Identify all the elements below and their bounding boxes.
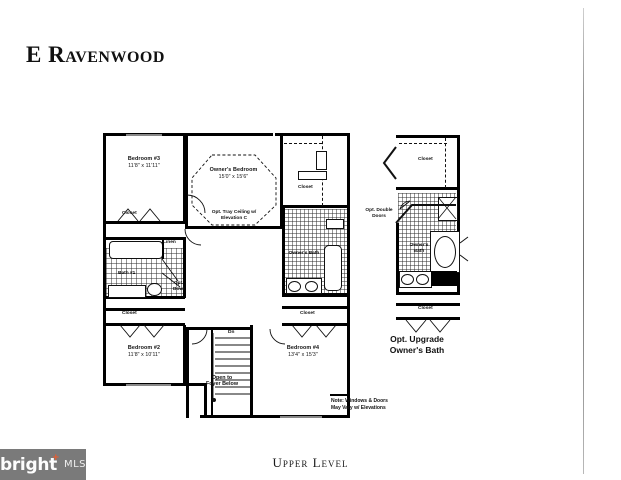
label-closet-bedroom2: Closet (122, 311, 137, 316)
fixture-alt-toilet-block (431, 271, 457, 286)
fixture-alt-sink-b (416, 274, 429, 285)
label-bath1: Bath #1 (118, 271, 136, 276)
room-name-bedroom3: Bedroom #3 (127, 156, 161, 162)
wall-alt-closet-bottom-top (396, 303, 460, 306)
wall-closet-bedroom4-bottom (282, 323, 348, 326)
wall-bath1-right (183, 237, 186, 298)
fixture-closet-shelf-top (316, 151, 327, 170)
label-owners-bath: Owner's Bath (288, 251, 320, 256)
fixture-owners-bath-toilet (326, 219, 344, 229)
window-bedroom3-top (126, 133, 162, 136)
dashed-alt-closet-shelf (399, 143, 447, 144)
fixture-owners-bath-tub (324, 245, 342, 291)
label-closet-bedroom3: Closet (122, 211, 137, 216)
room-label-bedroom2: Bedroom #2 11'8" x 10'11" (106, 345, 182, 359)
room-label-bedroom3: Bedroom #3 11'8" x 11'11" (106, 156, 182, 170)
wall-owners-bedroom-bottom (185, 226, 282, 229)
wall-bath1-top (103, 237, 185, 240)
alt-owners-bath-plan: Closet Owner's Bath Closet (382, 135, 469, 333)
wall-outer-top-right (275, 133, 350, 136)
wall-closet-bedroom2-bottom (103, 323, 185, 326)
room-name-bedroom4: Bedroom #4 (286, 345, 320, 351)
window-bedroom4-bottom (280, 415, 322, 418)
fixture-alt-shower (438, 197, 458, 221)
fixture-owners-bath-sink-a (288, 281, 301, 292)
label-opt-double-doors: Opt. Double Doors (365, 208, 393, 219)
label-linen: Linen (163, 240, 176, 245)
wall-alt-closet-right (457, 135, 460, 190)
room-label-bedroom4: Bedroom #4 13'4" x 15'3" (260, 345, 346, 359)
wall-left-lower-vertical (204, 383, 207, 418)
wall-stair-left (186, 329, 189, 418)
label-closet-owners: Closet (298, 185, 313, 190)
dashed-alt-closet-divider (445, 138, 446, 188)
label-closet-bedroom4: Closet (300, 311, 315, 316)
wall-linen-left (162, 239, 164, 259)
label-open-to-foyer: Open to Foyer Below (205, 375, 239, 387)
note-underline (330, 394, 348, 396)
wall-stair-top (186, 327, 252, 330)
fixture-alt-sink-a (401, 274, 414, 285)
wall-owners-closet-bottom (282, 205, 348, 208)
label-stairs-direction: Dn (228, 330, 235, 335)
fixture-owners-bath-sink-b (305, 281, 318, 292)
fixture-bathtub-bath1 (109, 241, 163, 259)
wall-outer-bottom (200, 415, 350, 418)
dashed-owners-closet-shelf (284, 143, 322, 144)
watermark-bright-mls: bright+ MLS (0, 449, 86, 480)
label-alt-owners-bath: Owner's Bath (409, 243, 429, 254)
page-title: E Ravenwood (26, 42, 165, 67)
room-name-bedroom2: Bedroom #2 (127, 345, 161, 351)
wall-stair-inner (211, 329, 213, 418)
alt-plan-caption: Opt. Upgrade Owner's Bath (389, 334, 445, 355)
wall-owners-bedroom-left (185, 133, 188, 228)
note-windows-doors: Note: Windows & Doors May Vary w/ Elevat… (331, 398, 388, 411)
wall-alt-bath-left (396, 223, 399, 295)
wall-owners-bedroom-right (280, 133, 283, 228)
wall-outer-left (103, 133, 106, 386)
fixture-vanity-bath1 (108, 285, 146, 298)
wall-bedroom4-left (250, 325, 253, 418)
wall-closet-bedroom2-top (103, 308, 185, 311)
wall-alt-closet-bottom (396, 187, 460, 190)
room-name-owners-bedroom: Owner's Bedroom (209, 167, 258, 173)
room-label-owners-bedroom: Owner's Bedroom 15'0" x 15'6" (196, 167, 271, 181)
wall-outer-right (347, 133, 350, 418)
wall-bedroom3-right (183, 133, 186, 223)
wall-alt-closet-bottom-bot (396, 317, 460, 320)
window-bedroom2-bottom (126, 383, 171, 386)
watermark-brand: bright+ (0, 452, 60, 475)
label-opt-tray-ceiling: Opt. Tray Ceiling w/ Elevation C (211, 210, 257, 221)
fixture-closet-shelf-mid (298, 171, 327, 180)
wall-bedroom3-bottom (103, 221, 185, 224)
wall-owners-bath-left (282, 207, 285, 297)
page-edge-line (583, 8, 584, 474)
watermark-suffix: MLS (63, 459, 87, 470)
room-dimensions-bedroom2: 11'8" x 10'11" (128, 352, 160, 358)
room-dimensions-owners-bedroom: 15'0" x 15'6" (218, 174, 249, 180)
wall-alt-bath-bottom (396, 292, 460, 295)
label-alt-closet-bottom: Closet (418, 306, 433, 311)
wall-outer-top-left (103, 133, 273, 136)
wall-closet-bedroom4-top (282, 306, 348, 309)
main-floorplan: Bedroom #3 11'8" x 11'11" Closet Linen B… (100, 133, 350, 418)
wall-bedroom2-right (183, 325, 186, 386)
fixture-alt-soaking-tub (434, 236, 456, 268)
watermark-cross-icon: + (51, 452, 60, 463)
room-dimensions-bedroom4: 13'4" x 15'3" (288, 352, 318, 358)
wall-alt-closet-top (396, 135, 460, 138)
label-alt-closet-top: Closet (418, 157, 433, 162)
label-opt-bowl: Opt. Bowl (173, 281, 185, 292)
wall-owners-bath-bottom (282, 293, 348, 297)
level-caption: Upper Level (272, 455, 349, 470)
room-dimensions-bedroom3: 11'8" x 11'11" (128, 163, 160, 169)
fixture-sink-bath1 (147, 283, 162, 296)
